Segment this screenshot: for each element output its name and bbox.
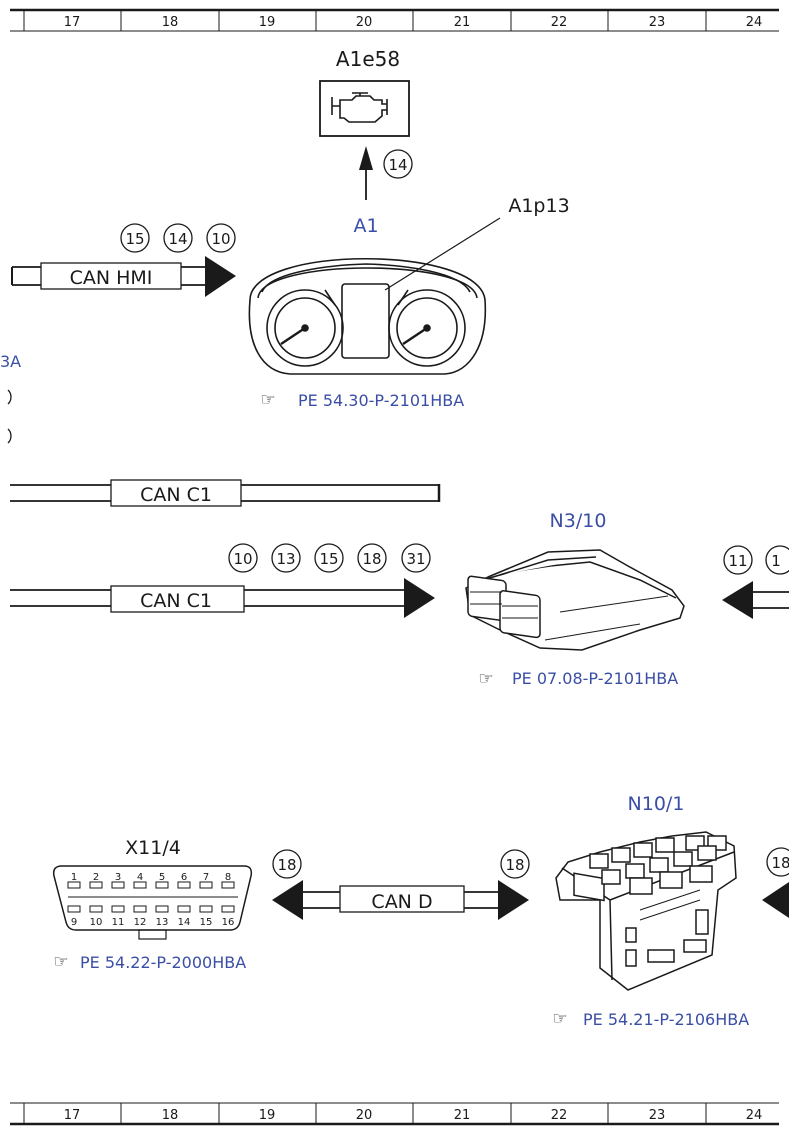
- arrow-right-icon: [205, 256, 236, 297]
- a1e58-label: A1e58: [336, 47, 400, 71]
- pin-number: 9: [71, 917, 77, 928]
- x11-4-label: X11/4: [125, 837, 181, 859]
- signal-number: 18: [505, 856, 524, 874]
- pin-number: 7: [203, 872, 209, 883]
- column-number: 19: [259, 15, 276, 30]
- bus-label: CAN HMI: [70, 267, 153, 289]
- signal-number: 18: [362, 550, 381, 568]
- instrument-cluster-icon: [248, 258, 487, 375]
- reference-hand-icon: ☞: [478, 669, 493, 689]
- engine-control-unit-icon: [465, 549, 685, 651]
- pin-number: 16: [222, 917, 235, 928]
- pin-number: 1: [71, 872, 77, 883]
- top-column-ruler: 17 18 19 20 21 22 23 24: [10, 8, 779, 32]
- column-number: 21: [454, 15, 471, 30]
- signal-number: 18: [277, 856, 296, 874]
- edge-text-fragment: 3A: [0, 352, 21, 371]
- reference-hand-icon: ☞: [260, 390, 275, 410]
- pin-number: 6: [181, 872, 187, 883]
- obd-pin-row-top: [67, 881, 235, 889]
- a1-label: A1: [353, 215, 378, 237]
- column-number: 20: [356, 15, 373, 30]
- can-c1-mid-bus: CAN C1 10 13 15 18 31: [10, 543, 435, 618]
- column-number: 18: [162, 1108, 179, 1123]
- a1e58-frame: [319, 80, 410, 137]
- column-number: 20: [356, 1108, 373, 1123]
- pin-number: 13: [156, 917, 169, 928]
- bus-label: CAN C1: [140, 590, 212, 612]
- bus-label: CAN C1: [140, 484, 212, 506]
- n3-10-label: N3/10: [550, 510, 607, 532]
- column-number: 23: [649, 1108, 666, 1123]
- column-number: 17: [64, 1108, 81, 1123]
- signal-number: 11: [728, 552, 747, 570]
- x11-4-reference: PE 54.22-P-2000HBA: [80, 953, 246, 972]
- pin-number: 15: [200, 917, 213, 928]
- right-edge-can-d: 18: [762, 847, 789, 918]
- signal-number: 10: [233, 550, 252, 568]
- column-number: 17: [64, 15, 81, 30]
- a1-component: A1 A1p13 ☞ PE 54.30-P-2101HBA: [248, 195, 570, 410]
- column-number: 24: [746, 1108, 763, 1123]
- bus-label: CAN D: [371, 891, 432, 913]
- fuse-relay-module-icon: [555, 831, 737, 991]
- reference-hand-icon: ☞: [53, 952, 68, 972]
- can-c1-top-bus: CAN C1: [10, 479, 441, 507]
- column-number: 23: [649, 15, 666, 30]
- pin-number: 12: [134, 917, 147, 928]
- pin-number: 4: [137, 872, 143, 883]
- column-number: 22: [551, 15, 568, 30]
- a1-reference: PE 54.30-P-2101HBA: [298, 391, 464, 410]
- arrow-right-icon: [404, 578, 435, 618]
- bottom-column-ruler: 17 18 19 20 21 22 23 24: [10, 1102, 779, 1126]
- column-number: 24: [746, 15, 763, 30]
- signal-number: 15: [319, 550, 338, 568]
- arrow-up-icon: [359, 146, 373, 170]
- pin-number: 11: [112, 917, 125, 928]
- signal-number: 18: [771, 854, 789, 872]
- can-d-bus: CAN D 18 18: [272, 849, 530, 920]
- signal-number: 10: [211, 230, 230, 248]
- signal-number: 31: [406, 550, 425, 568]
- arrow-left-icon: [272, 880, 303, 920]
- right-edge-bus: 11 1: [722, 545, 789, 619]
- pin-number: 3: [115, 872, 121, 883]
- left-edge-fragments: 3A: [0, 352, 21, 444]
- a1p13-label: A1p13: [508, 195, 569, 217]
- signal-number: 14: [168, 230, 187, 248]
- obd-connector-icon: [52, 865, 253, 940]
- a1e58-component: A1e58 14: [319, 47, 413, 200]
- n3-10-component: N3/10 ☞ PE 07.08-P-2101HBA: [465, 510, 685, 689]
- n10-1-label: N10/1: [628, 793, 685, 815]
- obd-pin-row-bottom: [67, 905, 235, 913]
- n10-1-component: N10/1 ☞ PE 54.: [552, 793, 749, 1029]
- pin-number: 8: [225, 872, 231, 883]
- n3-10-reference: PE 07.08-P-2101HBA: [512, 669, 678, 688]
- arrow-right-icon: [498, 880, 529, 920]
- pin-number: 10: [90, 917, 103, 928]
- arrow-left-icon: [722, 581, 753, 619]
- column-number: 19: [259, 1108, 276, 1123]
- column-number: 21: [454, 1108, 471, 1123]
- engine-warning-icon: [331, 92, 388, 123]
- signal-number: 15: [125, 230, 144, 248]
- signal-number: 1: [771, 552, 781, 570]
- can-hmi-bus: CAN HMI 15 14 10: [11, 223, 236, 297]
- reference-hand-icon: ☞: [552, 1009, 567, 1029]
- arrow-left-icon: [762, 882, 789, 918]
- signal-number: 14: [388, 156, 407, 174]
- x11-4-component: X11/4 1 2 3 4 5: [52, 837, 253, 972]
- pin-number: 2: [93, 872, 99, 883]
- signal-number: 13: [276, 550, 295, 568]
- n10-1-reference: PE 54.21-P-2106HBA: [583, 1010, 749, 1029]
- pin-number: 5: [159, 872, 165, 883]
- pin-number: 14: [178, 917, 191, 928]
- column-number: 18: [162, 15, 179, 30]
- column-number: 22: [551, 1108, 568, 1123]
